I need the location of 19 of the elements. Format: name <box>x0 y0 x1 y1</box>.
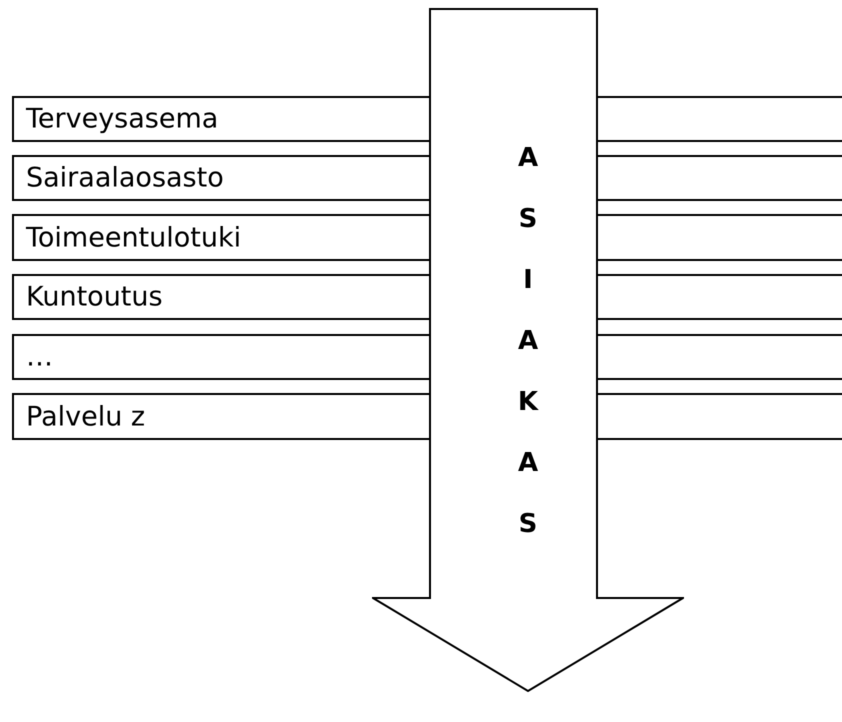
band-label: Sairaalaosasto <box>26 162 224 194</box>
band-label: Toimeentulotuki <box>26 222 242 253</box>
band-label: Kuntoutus <box>26 282 163 312</box>
band-segment <box>595 393 842 440</box>
service-band <box>12 155 432 201</box>
service-band <box>12 214 432 261</box>
service-band <box>12 393 432 440</box>
band-segment <box>595 155 842 201</box>
band-segment <box>595 274 842 320</box>
band-label: Terveysasema <box>26 104 218 134</box>
service-band <box>12 274 432 320</box>
band-segment <box>595 96 842 142</box>
band-label: … <box>26 342 53 372</box>
band-label: Palvelu z <box>26 401 146 432</box>
band-segment <box>595 214 842 261</box>
band-segment <box>595 334 842 380</box>
service-band <box>12 96 432 142</box>
service-band <box>12 334 432 380</box>
arrow-label: ASIAKAS <box>515 143 541 570</box>
